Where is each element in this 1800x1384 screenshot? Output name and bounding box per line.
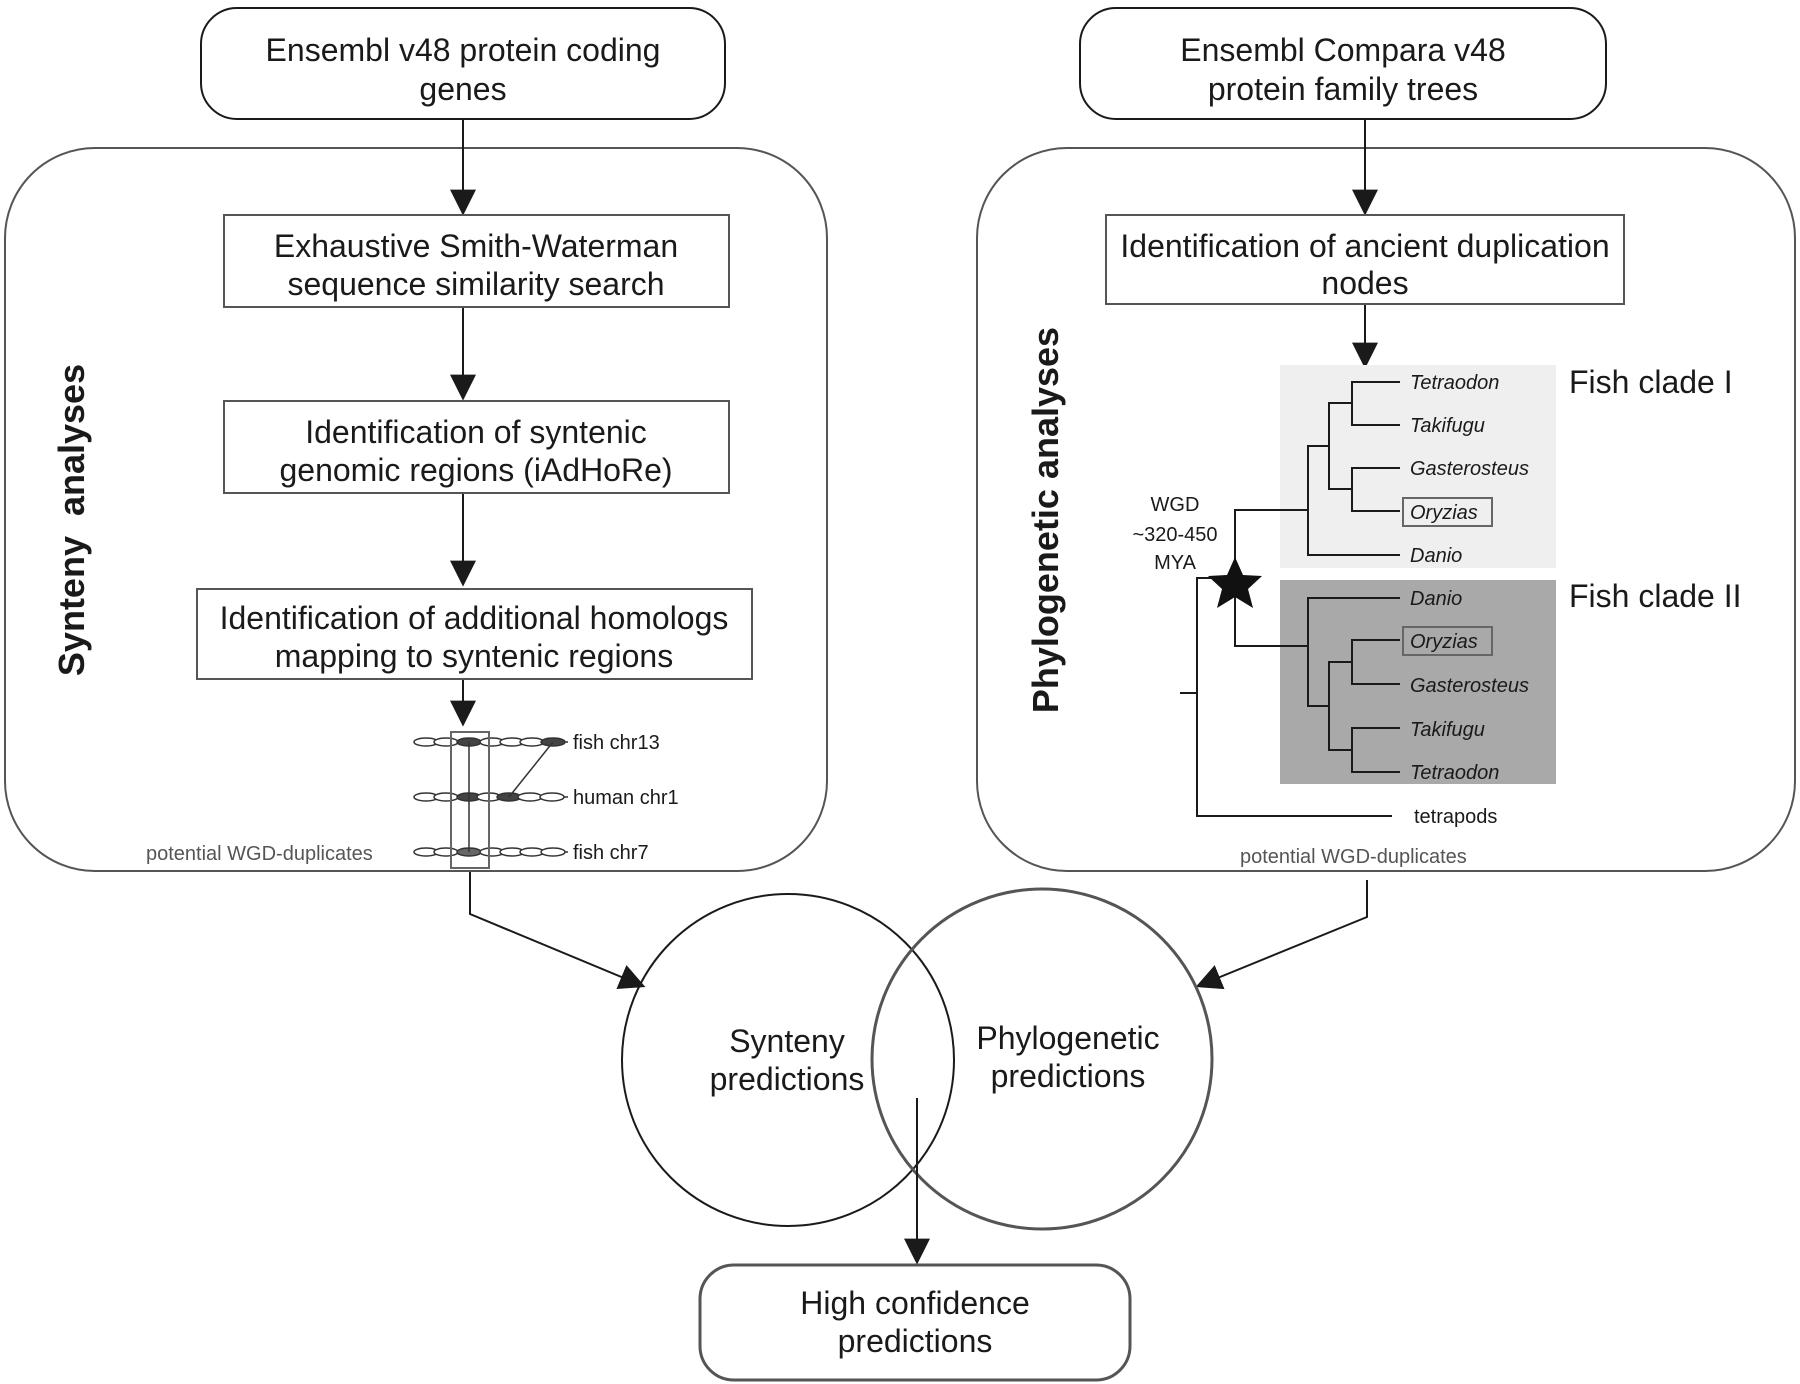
fish-clade-1-label: Fish clade I [1569, 364, 1733, 400]
left-potential-wgd-duplicates: potential WGD-duplicates [146, 843, 373, 865]
additional-homologs-line2: mapping to syntenic regions [275, 638, 673, 674]
ensembl-compara-line2: protein family trees [1208, 71, 1478, 107]
syntenic-regions-box [223, 400, 730, 494]
phylogenetic-predictions-circle [870, 887, 1214, 1231]
ensembl-genes-box [200, 7, 726, 120]
wgd-star-icon [1208, 557, 1262, 608]
high-confidence-line1: High confidence [800, 1285, 1029, 1321]
chromosome-diagram [413, 731, 568, 869]
ensembl-genes-line2: genes [419, 71, 506, 107]
right-potential-wgd-duplicates: potential WGD-duplicates [1240, 846, 1467, 868]
smith-waterman-line2: sequence similarity search [287, 266, 664, 302]
syntenic-regions-line1: Identification of syntenic [305, 414, 647, 450]
ancient-duplication-box [1105, 214, 1625, 305]
arrow-synteny-to-venn [469, 872, 646, 990]
clade2-species-takifugu: Takifugu [1410, 719, 1485, 741]
outgroup-tetrapods: tetrapods [1414, 806, 1497, 828]
arrow-phylo-to-venn [1195, 880, 1368, 990]
chromosome-human-chr1 [413, 792, 568, 802]
fish-clade-2-label: Fish clade II [1569, 578, 1742, 614]
duplicate-highlight-box [450, 731, 490, 869]
venn-synteny-line2: predictions [710, 1061, 865, 1097]
clade2-species-tetraodon: Tetraodon [1410, 762, 1499, 784]
clade1-species-oryzias: Oryzias [1410, 502, 1478, 524]
clade2-species-oryzias: Oryzias [1410, 631, 1478, 653]
synteny-predictions-circle [621, 893, 955, 1227]
ancient-duplication-line1: Identification of ancient duplication [1120, 228, 1609, 264]
additional-homologs-line1: Identification of additional homologs [220, 600, 729, 636]
clade1-oryzias-highlight [1402, 497, 1493, 527]
fish-clade-1-background [1280, 365, 1556, 568]
chr-label-human-chr1: human chr1 [573, 787, 679, 809]
phylogenetic-analyses-label: Phylogenetic analyses [1025, 327, 1066, 713]
venn-phylo-line1: Phylogenetic [976, 1020, 1159, 1056]
venn-synteny-line1: Synteny [729, 1023, 845, 1059]
clade1-species-danio: Danio [1410, 545, 1462, 567]
high-confidence-line2: predictions [838, 1323, 993, 1359]
clade2-species-gasterosteus: Gasterosteus [1410, 675, 1529, 697]
clade1-species-gasterosteus: Gasterosteus [1410, 458, 1529, 480]
venn-phylo-line2: predictions [991, 1058, 1146, 1094]
wgd-label-line3: MYA [1154, 552, 1197, 574]
fish-clade-2-background [1280, 580, 1556, 784]
syntenic-regions-line2: genomic regions (iAdHoRe) [279, 452, 672, 488]
smith-waterman-box [223, 214, 730, 308]
phylogenetic-panel [976, 147, 1796, 872]
high-confidence-box [698, 1263, 1132, 1382]
clade2-oryzias-highlight [1402, 626, 1493, 656]
chromosome-fish-chr13 [413, 737, 568, 747]
ensembl-genes-line1: Ensembl v48 protein coding [266, 32, 661, 68]
clade1-species-tetraodon: Tetraodon [1410, 372, 1499, 394]
ensembl-compara-line1: Ensembl Compara v48 [1180, 32, 1505, 68]
wgd-label-line2: ~320-450 [1132, 524, 1217, 546]
synteny-analyses-label: Synteny analyses [51, 364, 92, 676]
clade2-species-danio: Danio [1410, 588, 1462, 610]
additional-homologs-box [196, 588, 753, 680]
wgd-label-line1: WGD [1151, 494, 1200, 516]
clade1-species-takifugu: Takifugu [1410, 415, 1485, 437]
chr-label-fish-chr7: fish chr7 [573, 842, 649, 864]
chr-label-fish-chr13: fish chr13 [573, 732, 660, 754]
ensembl-compara-box [1079, 7, 1607, 120]
smith-waterman-line1: Exhaustive Smith-Waterman [274, 228, 678, 264]
ancient-duplication-line2: nodes [1321, 265, 1408, 301]
synteny-panel [4, 147, 828, 872]
chromosome-fish-chr7 [413, 847, 568, 857]
